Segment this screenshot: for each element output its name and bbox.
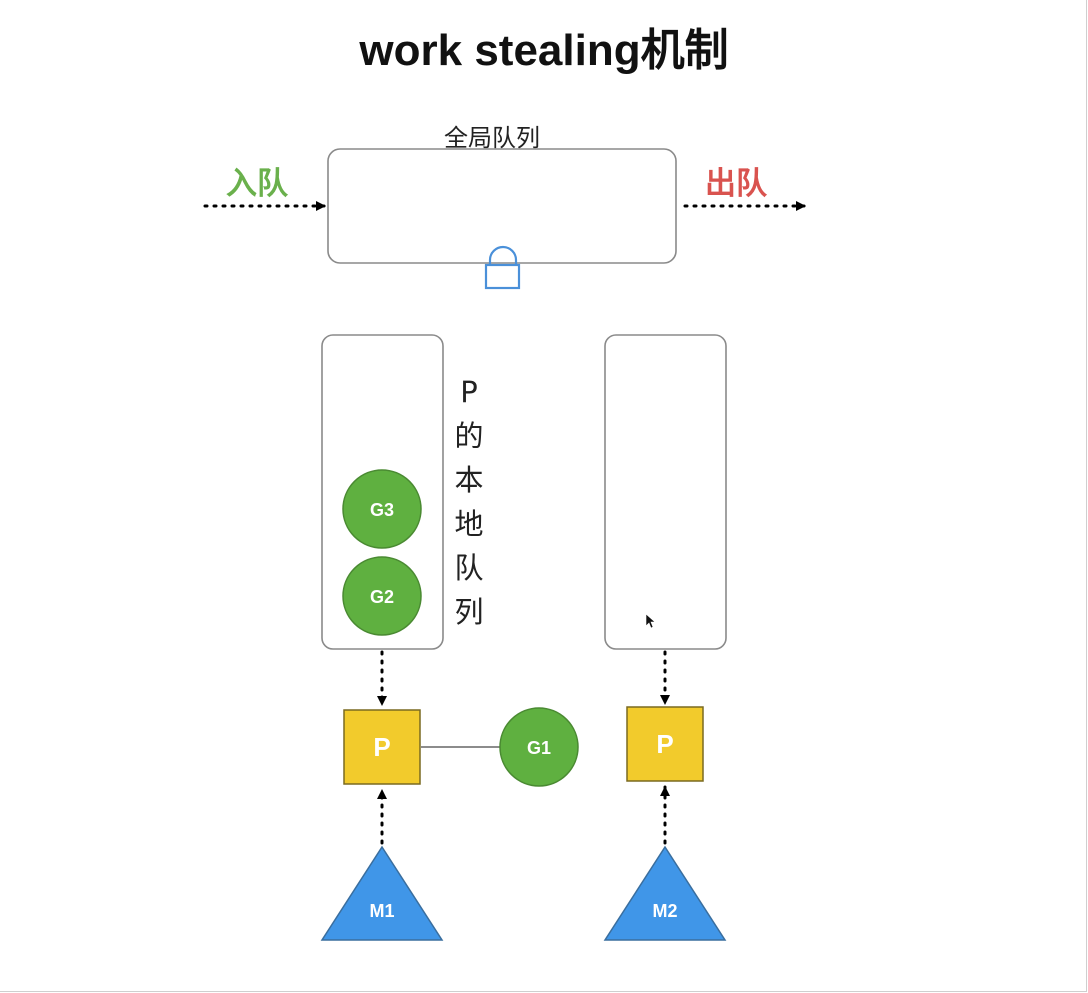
dequeue-label: 出队: [705, 166, 767, 202]
local-queue-label-char: P: [460, 375, 478, 409]
processor-p1-label: P: [373, 732, 390, 762]
processor-p2-label: P: [656, 729, 673, 759]
goroutine-g1: G1: [499, 707, 579, 787]
goroutine-g1-label: G1: [527, 738, 551, 758]
goroutine-g3-label: G3: [370, 500, 394, 520]
processor-p1: P: [343, 709, 421, 785]
enqueue-label: 入队: [226, 166, 288, 202]
global-queue-box: [327, 148, 677, 264]
page-title: work stealing机制: [359, 26, 729, 75]
goroutine-g2: G2: [342, 556, 422, 636]
local-queue-label-char: 列: [454, 595, 484, 629]
machine-m2: M2: [603, 845, 727, 941]
local-queue-label-char: 队: [454, 551, 484, 585]
processor-p2: P: [626, 706, 704, 782]
goroutine-g3: G3: [342, 469, 422, 549]
machine-m1-label: M1: [369, 901, 394, 921]
machine-m2-label: M2: [652, 901, 677, 921]
lock-icon: [484, 245, 521, 290]
local-queue-label: P 的 本 地 队 列: [448, 370, 490, 634]
mouse-cursor-icon: [645, 613, 656, 629]
global-queue-label: 全局队列: [444, 124, 540, 152]
machine-m1: M1: [320, 845, 444, 941]
goroutine-g2-label: G2: [370, 587, 394, 607]
local-queue-label-char: 地: [454, 507, 484, 541]
local-queue-box-right: [604, 334, 727, 650]
local-queue-label-char: 的: [454, 419, 484, 453]
local-queue-label-char: 本: [454, 463, 484, 497]
